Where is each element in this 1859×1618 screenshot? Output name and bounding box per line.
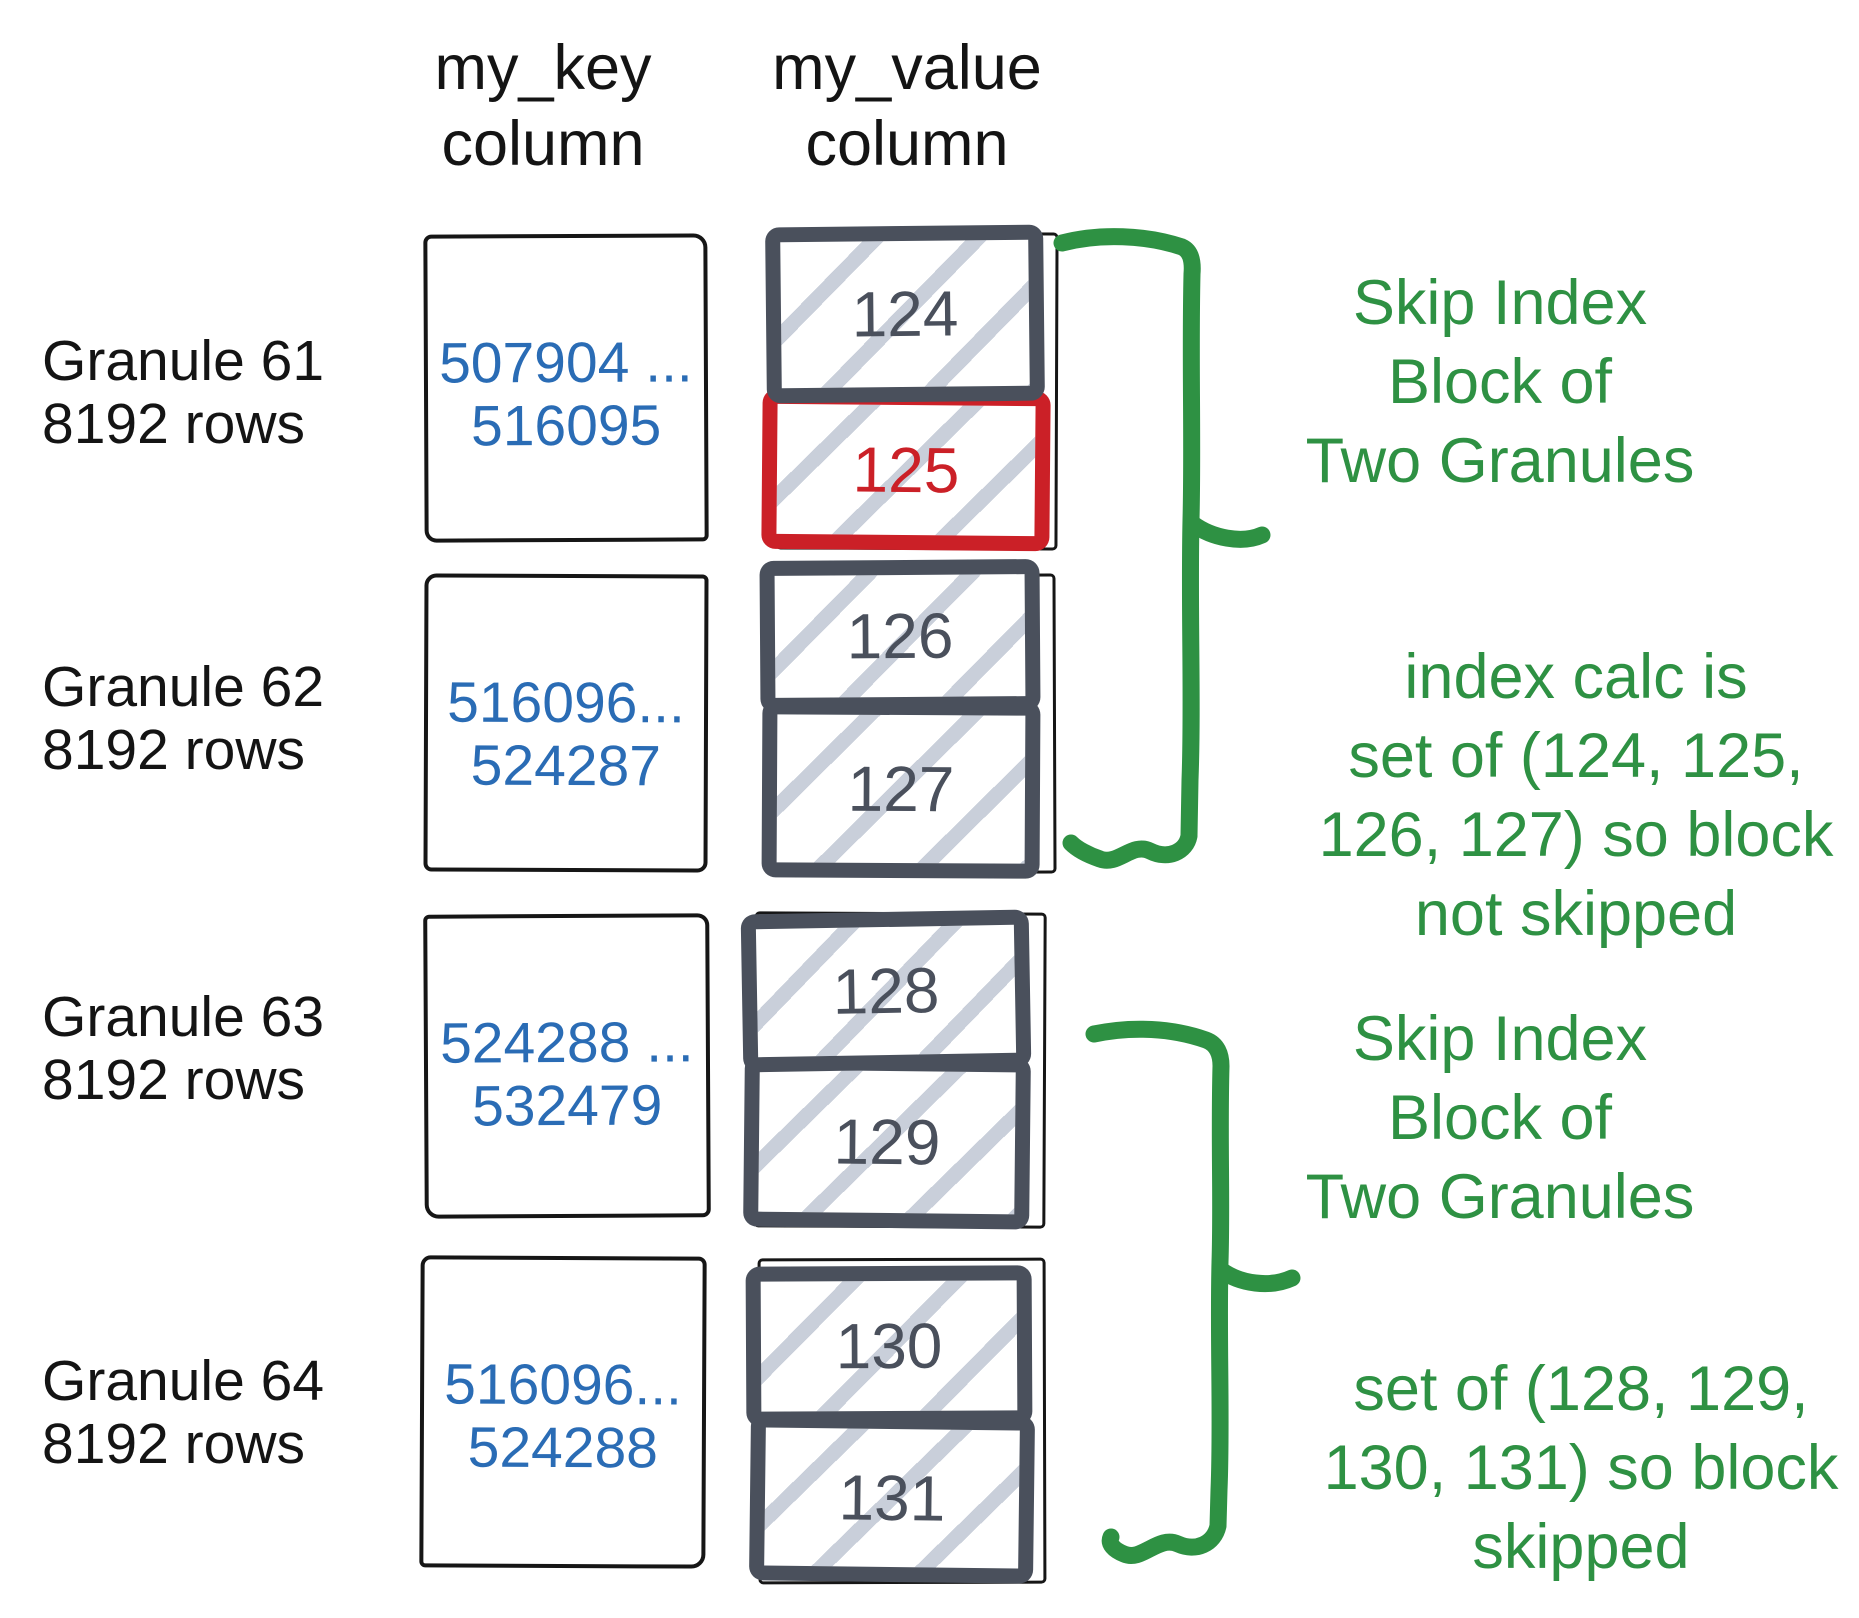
value-block-125-highlighted: 125: [761, 388, 1051, 552]
value-column-header: my_value column: [742, 30, 1072, 182]
granule-61-key-range: 507904 ... 516095: [427, 237, 704, 458]
granule-61-key-min: 507904 ...: [438, 330, 693, 396]
annotation-line: Skip Index: [1352, 1004, 1648, 1074]
annotation-line: Skip Index: [1352, 268, 1648, 338]
skip-block-2-tick: [1212, 1261, 1301, 1292]
value-block-124-label: 124: [851, 277, 959, 351]
skip-block-1-tick: [1184, 515, 1271, 548]
granule-62-rows: 8192 rows: [42, 718, 305, 782]
annotation-line: index calc is: [1404, 642, 1748, 712]
value-block-131: 131: [748, 1412, 1036, 1584]
granule-61-label: Granule 61 8192 rows: [42, 330, 382, 456]
granule-61-key-box: 507904 ... 516095: [423, 233, 709, 543]
granule-63-key-box: 524288 ... 532479: [423, 913, 711, 1219]
granule-64-key-min: 516096...: [444, 1352, 683, 1418]
annotation-index-calc-skipped: set of (128, 129, 130, 131) so block ski…: [1316, 1350, 1846, 1587]
granule-64-label: Granule 64 8192 rows: [42, 1350, 382, 1476]
annotation-index-calc-not-skipped: index calc is set of (124, 125, 126, 127…: [1306, 638, 1846, 954]
granule-61-name: Granule 61: [42, 329, 325, 393]
skip-block-1-bracket: [1053, 228, 1201, 869]
value-block-129-label: 129: [833, 1105, 941, 1179]
granule-63-rows: 8192 rows: [42, 1048, 305, 1112]
value-block-127-label: 127: [847, 752, 955, 826]
annotation-line: Block of: [1387, 1083, 1613, 1153]
annotation-line: not skipped: [1414, 879, 1738, 949]
value-block-130: 130: [745, 1265, 1033, 1427]
value-block-128: 128: [740, 909, 1032, 1073]
annotation-line: set of (124, 125,: [1348, 721, 1804, 791]
granule-63-label: Granule 63 8192 rows: [42, 986, 382, 1112]
granule-63-key-range: 524288 ... 532479: [427, 917, 706, 1138]
granule-61-key-max: 516095: [470, 393, 662, 459]
annotation-line: 130, 131) so block: [1323, 1433, 1839, 1503]
value-block-124: 124: [765, 224, 1045, 404]
granule-62-name: Granule 62: [42, 655, 325, 719]
granule-64-key-max: 524288: [467, 1415, 659, 1481]
granule-64-name: Granule 64: [42, 1349, 325, 1413]
annotation-line: 126, 127) so block: [1318, 800, 1834, 870]
annotation-line: Two Granules: [1305, 426, 1695, 496]
annotation-line: set of (128, 129,: [1353, 1354, 1809, 1424]
granule-64-key-box: 516096... 524288: [419, 1255, 707, 1569]
value-block-130-label: 130: [835, 1309, 943, 1383]
granule-61-rows: 8192 rows: [42, 392, 305, 456]
value-block-126-label: 126: [846, 599, 954, 673]
key-column-header-line1: my_key: [434, 33, 652, 103]
value-block-129: 129: [743, 1054, 1031, 1230]
value-block-127: 127: [761, 699, 1041, 879]
value-column-header-line2: column: [805, 109, 1009, 179]
granule-62-key-max: 524287: [470, 733, 662, 799]
value-block-131-label: 131: [838, 1461, 946, 1535]
granule-63-name: Granule 63: [42, 985, 325, 1049]
granule-63-key-max: 532479: [471, 1073, 663, 1139]
skip-block-2-bracket: [1085, 1020, 1230, 1564]
granule-62-key-box: 516096... 524287: [423, 573, 709, 873]
annotation-skip-block-1: Skip Index Block of Two Granules: [1280, 264, 1720, 501]
granule-62-key-min: 516096...: [447, 670, 686, 736]
granule-64-key-range: 516096... 524288: [424, 1259, 703, 1480]
granule-62-label: Granule 62 8192 rows: [42, 656, 382, 782]
value-block-128-label: 128: [831, 954, 941, 1028]
annotation-line: Block of: [1387, 347, 1613, 417]
granule-62-key-range: 516096... 524287: [428, 578, 705, 799]
key-column-header: my_key column: [378, 30, 708, 182]
value-block-125-label: 125: [852, 433, 960, 507]
granule-64-rows: 8192 rows: [42, 1412, 305, 1476]
granule-63-key-min: 524288 ...: [439, 1010, 694, 1076]
annotation-skip-block-2: Skip Index Block of Two Granules: [1280, 1000, 1720, 1237]
value-column-header-line1: my_value: [772, 33, 1042, 103]
annotation-line: Two Granules: [1305, 1162, 1695, 1232]
key-column-header-line2: column: [441, 109, 645, 179]
annotation-line: skipped: [1472, 1512, 1690, 1582]
value-block-126: 126: [759, 559, 1041, 713]
